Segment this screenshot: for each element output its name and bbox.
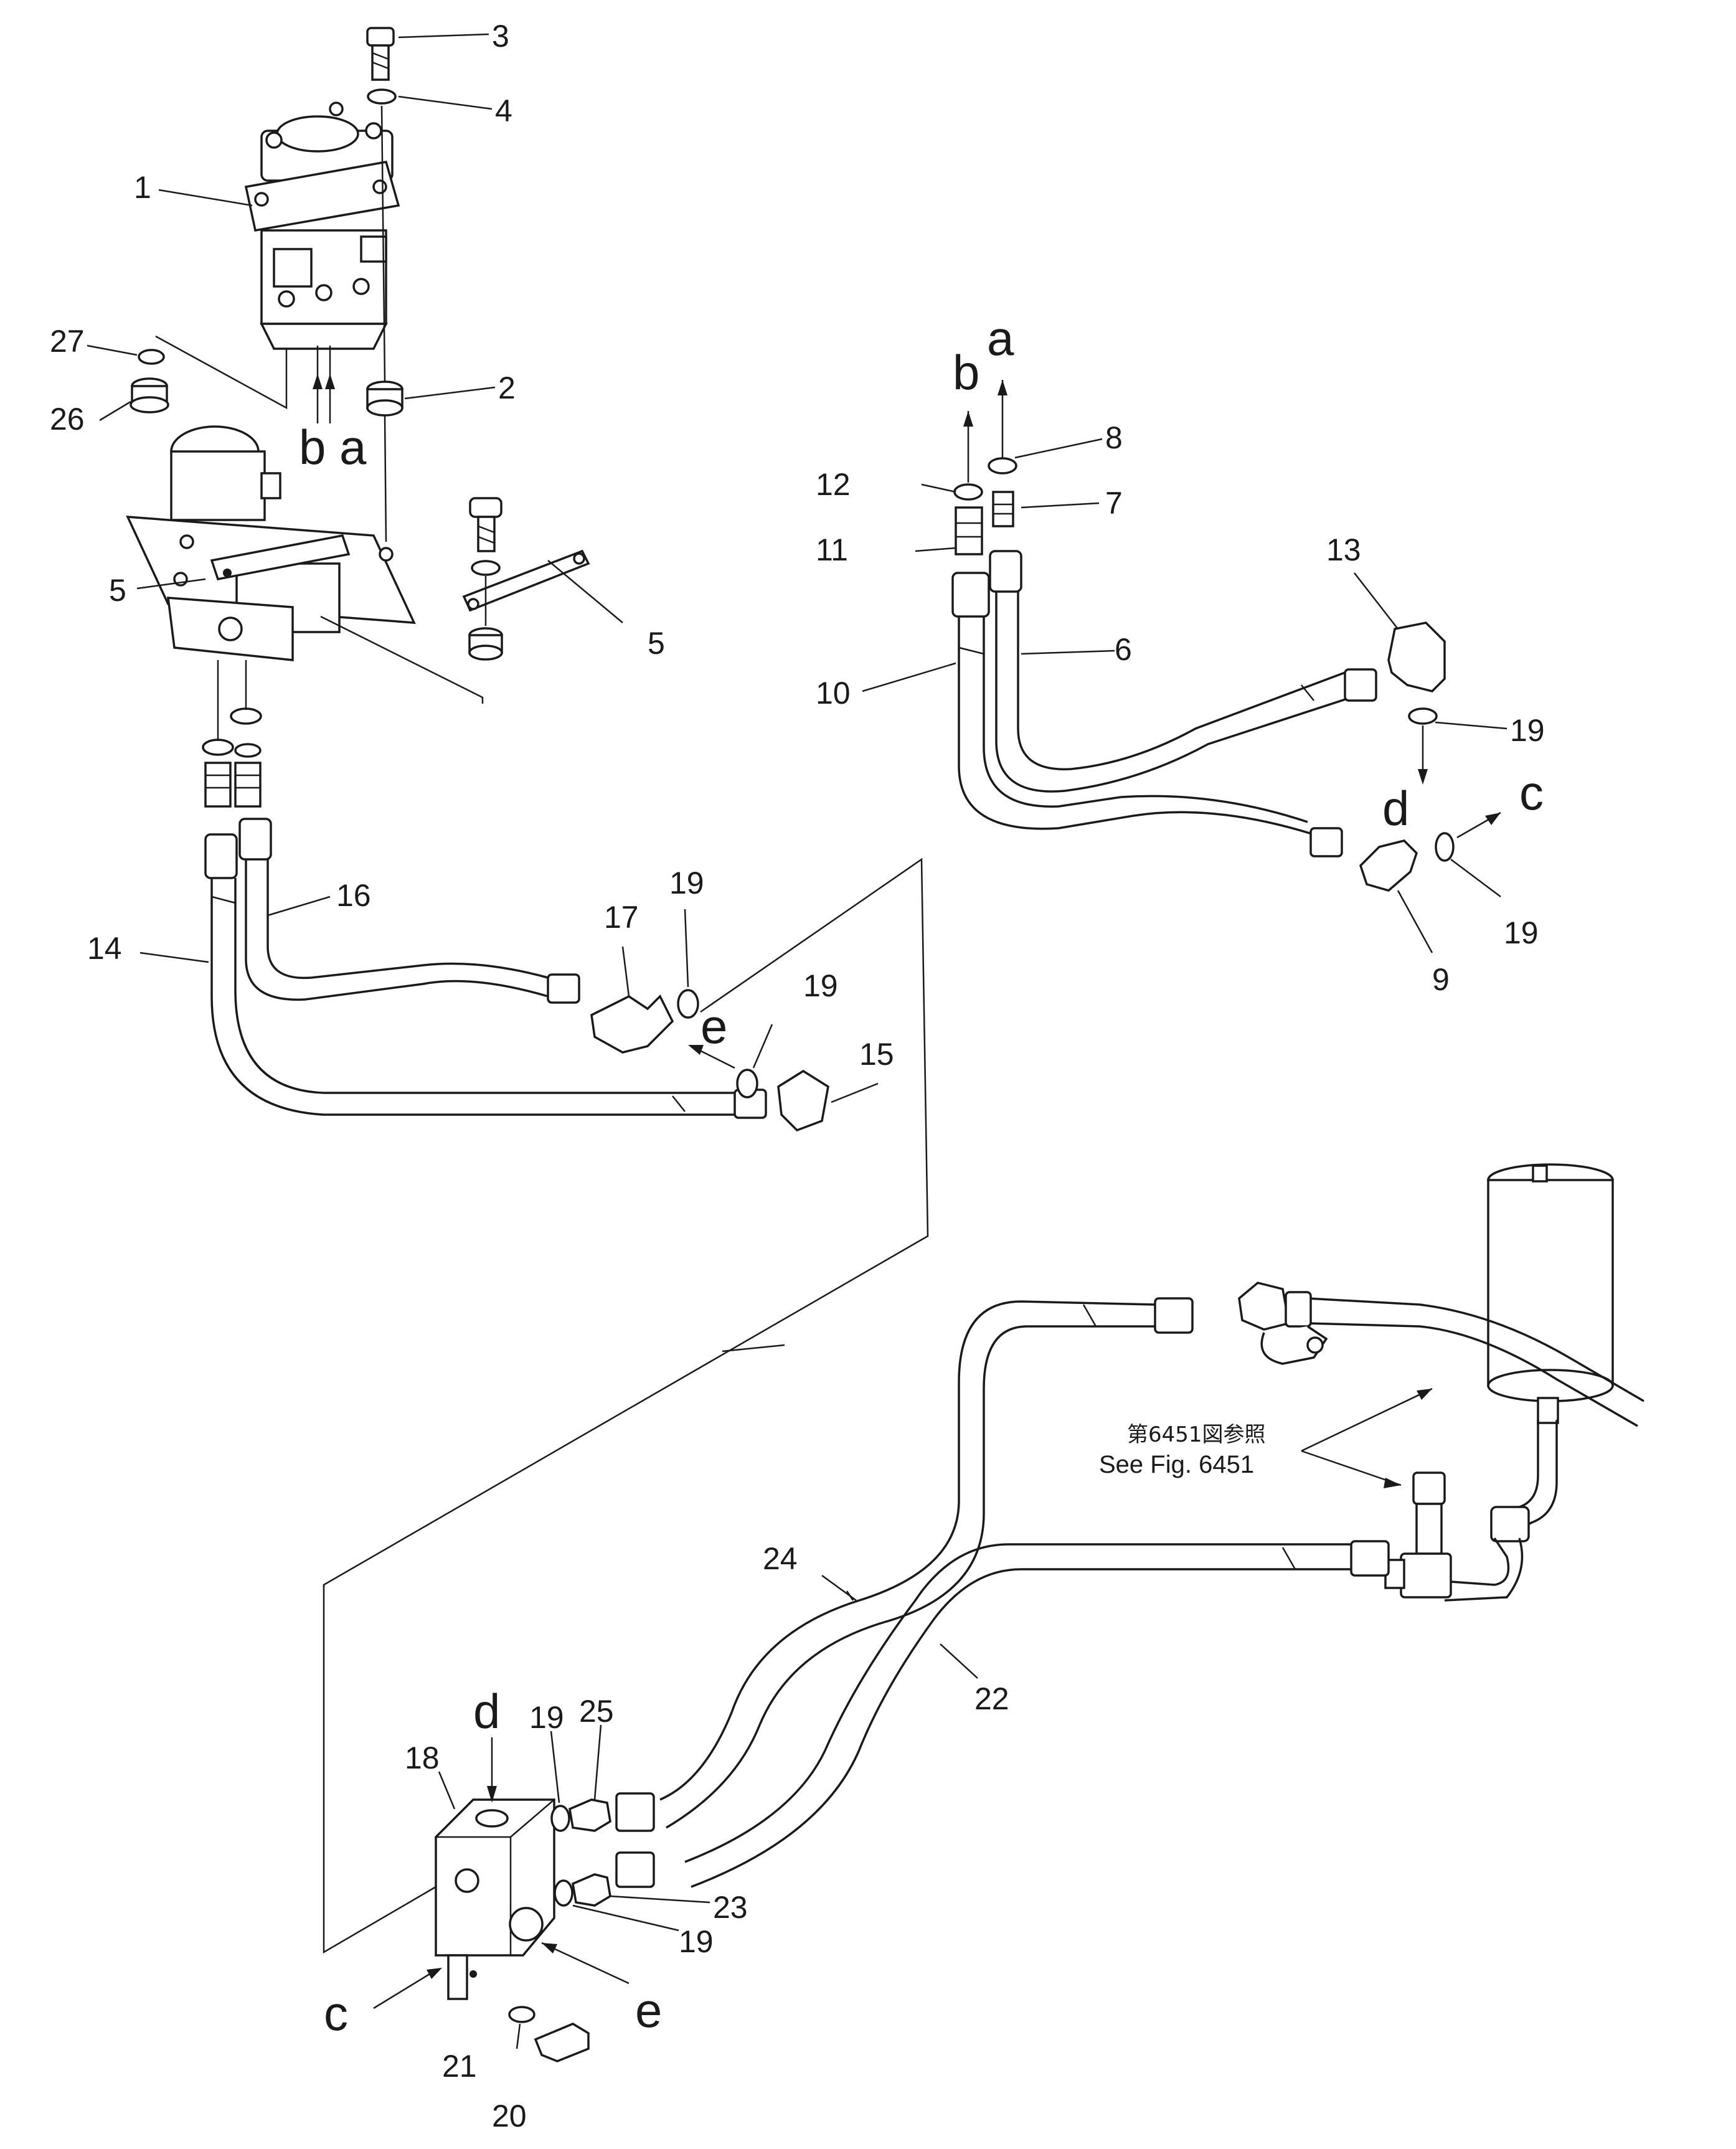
callout-12: 12 [816, 467, 851, 502]
bolt-20 [534, 2023, 590, 2062]
callout-6: 6 [1115, 632, 1132, 667]
letter-d-lower: d [473, 1684, 500, 1739]
callout-5-a: 5 [109, 573, 126, 608]
washer-4 [367, 88, 397, 105]
callout-1: 1 [134, 170, 151, 205]
callout-5-b: 5 [648, 626, 665, 661]
reference-note: 第6451図参照 See Fig. 6451 [1099, 1422, 1266, 1478]
callout-9: 9 [1432, 962, 1450, 997]
callout-10: 10 [816, 676, 851, 711]
callout-14: 14 [87, 931, 122, 966]
letter-e-lower: e [635, 1983, 662, 2038]
letter-e-left: e [701, 999, 727, 1054]
fitting-11 [955, 506, 983, 555]
callout-15: 15 [859, 1037, 894, 1072]
callout-19-a: 19 [669, 866, 704, 900]
hose-22 [615, 1540, 1390, 1888]
hardware-stack-right [462, 497, 590, 661]
letter-d-right: d [1382, 781, 1409, 836]
letter-c-right: c [1519, 765, 1544, 820]
hose-16 [238, 818, 580, 1004]
callout-19-c: 19 [1510, 713, 1545, 748]
leader-lines [87, 33, 1507, 2049]
letter-a-upper: a [339, 420, 367, 475]
callout-16: 16 [336, 878, 371, 913]
hose-6 [989, 550, 1377, 793]
callout-19-d: 19 [1504, 915, 1539, 950]
o-ring-8 [988, 457, 1017, 475]
o-ring-19-e [550, 1805, 570, 1832]
o-ring-12 [953, 483, 983, 501]
callout-26: 26 [50, 402, 85, 437]
callout-2: 2 [498, 371, 516, 405]
air-tank [1487, 1163, 1614, 1424]
bracket-line-upper [155, 335, 288, 410]
bolt-3 [366, 27, 395, 81]
o-ring-19-c [1408, 707, 1438, 725]
callout-20: 20 [492, 2099, 527, 2133]
o-ring-19-b [736, 1069, 758, 1098]
callout-23: 23 [713, 1890, 748, 1925]
callout-3: 3 [492, 19, 509, 54]
o-ring-27 [138, 349, 165, 365]
callout-22: 22 [974, 1681, 1009, 1716]
spacer-2 [366, 380, 403, 417]
callout-19-e: 19 [529, 1700, 564, 1735]
reference-note-english: See Fig. 6451 [1099, 1451, 1254, 1478]
callout-19-b: 19 [803, 968, 838, 1003]
fitting-23 [572, 1873, 611, 1907]
callout-21: 21 [442, 2049, 477, 2084]
callout-7: 7 [1105, 486, 1123, 521]
letter-b-right: b [953, 345, 979, 400]
callout-11: 11 [816, 532, 848, 567]
letter-c-lower: c [324, 1986, 348, 2041]
hose-10 [951, 572, 1314, 836]
letter-a-right: a [987, 311, 1014, 366]
reference-note-japanese: 第6451図参照 [1127, 1422, 1266, 1447]
hose-24 [615, 1297, 1194, 1832]
bracket-line-left [323, 857, 929, 1954]
callout-17: 17 [604, 900, 639, 935]
callout-18: 18 [405, 1740, 440, 1775]
washer-21 [508, 2006, 535, 2023]
plug-26 [130, 377, 169, 413]
callout-19-f: 19 [679, 1924, 714, 1959]
o-ring-19-f [554, 1879, 573, 1907]
o-ring-19-a [677, 989, 699, 1019]
valve-block-18 [435, 1798, 555, 2000]
callout-4: 4 [495, 93, 512, 128]
o-ring-19-d [1435, 832, 1455, 862]
callout-8: 8 [1105, 420, 1123, 455]
valve-assembly-lower [126, 425, 416, 661]
pipe-tank-down [1444, 1420, 1558, 1602]
hose-14 [204, 833, 767, 1119]
callout-27: 27 [50, 324, 85, 359]
letter-b-upper: b [299, 420, 326, 475]
pipe-to-tank [1238, 1282, 1644, 1427]
callout-numbers: 3 4 1 2 27 26 5 5 16 14 17 19 19 15 8 12… [50, 19, 1545, 2133]
callout-24: 24 [763, 1541, 798, 1576]
fitting-15 [777, 1069, 829, 1132]
reference-arrow-lines [1301, 1387, 1433, 1486]
elbow-13 [1387, 621, 1446, 692]
fitting-25 [568, 1798, 611, 1832]
connection-letters: b a a b d c e d c e [299, 311, 1544, 2041]
tee-fitting [1384, 1471, 1452, 1599]
fitting-9 [1359, 839, 1418, 892]
hose-10-end [1120, 795, 1343, 857]
fitting-7 [992, 491, 1014, 527]
elbow-17 [590, 994, 674, 1054]
callout-13: 13 [1326, 532, 1361, 567]
callout-25: 25 [579, 1694, 614, 1729]
fittings-lower-valve [202, 707, 262, 808]
valve-assembly-upper [244, 102, 400, 350]
